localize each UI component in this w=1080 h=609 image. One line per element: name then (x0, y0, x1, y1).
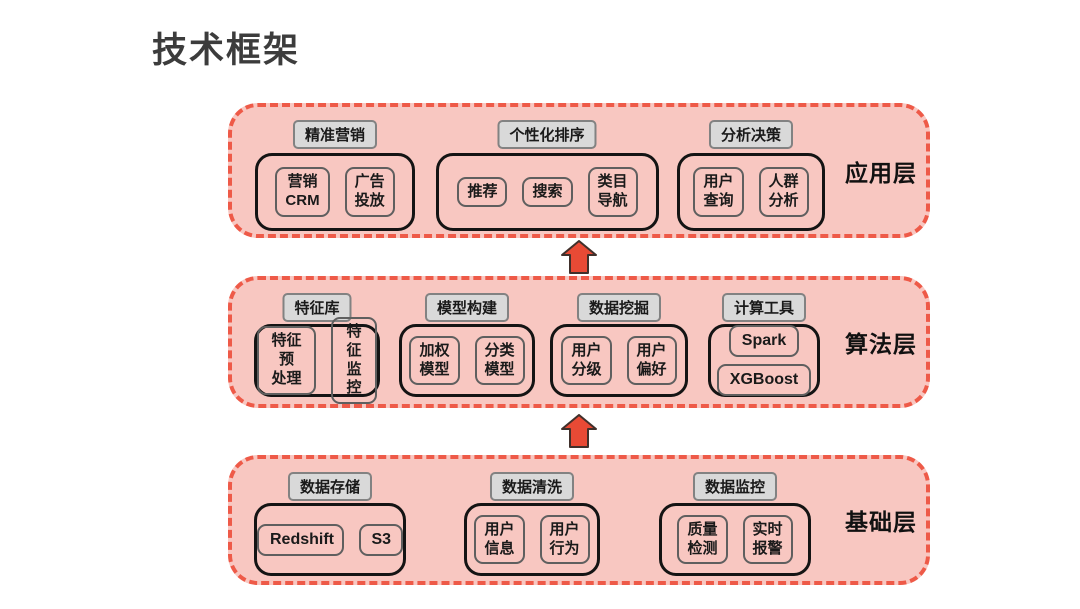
up-arrow-icon (561, 414, 597, 448)
group-box-analysis-decision: 用户 查询 人群 分析 (677, 153, 825, 231)
layer-application: 精准营销 个性化排序 分析决策 营销 CRM 广告 投放 推荐 搜索 类目 导航… (228, 103, 930, 238)
group-box-model-building: 加权 模型 分类 模型 (399, 324, 535, 397)
group-label-model-building: 模型构建 (424, 293, 510, 322)
group-box-personalized-ranking: 推荐 搜索 类目 导航 (436, 153, 659, 231)
page-title: 技术框架 (152, 31, 301, 70)
item-weighted-model: 加权 模型 (409, 335, 460, 386)
group-box-data-monitoring: 质量 检测 实时 报警 (659, 503, 811, 576)
group-label-analysis-decision: 分析决策 (708, 120, 794, 149)
item-user-query: 用户 查询 (693, 167, 744, 217)
item-feature-monitoring: 特征 监控 (331, 317, 377, 404)
group-box-data-storage: Redshift S3 (254, 503, 406, 576)
item-user-behavior: 用户 行为 (539, 514, 590, 565)
layer-name-foundation: 基础层 (845, 509, 917, 535)
group-label-data-cleaning: 数据清洗 (489, 472, 575, 501)
item-redshift: Redshift (257, 523, 344, 556)
group-box-data-cleaning: 用户 信息 用户 行为 (464, 503, 600, 576)
layer-name-algorithm: 算法层 (845, 331, 917, 357)
group-label-personalized-ranking: 个性化排序 (497, 120, 597, 149)
item-user-preference: 用户 偏好 (626, 335, 677, 386)
item-recommendation: 推荐 (457, 176, 508, 208)
item-crowd-analysis: 人群 分析 (758, 167, 809, 217)
group-box-precision-marketing: 营销 CRM 广告 投放 (255, 153, 415, 231)
item-user-info: 用户 信息 (474, 514, 525, 565)
item-user-grading: 用户 分级 (561, 335, 612, 386)
item-classification-model: 分类 模型 (474, 335, 525, 386)
layer-name-application: 应用层 (845, 159, 917, 186)
item-search: 搜索 (522, 176, 573, 208)
group-label-feature-store: 特征库 (282, 293, 352, 322)
layer-foundation: 数据存储 数据清洗 数据监控 Redshift S3 用户 信息 用户 行为 质… (228, 455, 930, 585)
group-label-precision-marketing: 精准营销 (292, 120, 378, 149)
group-label-data-storage: 数据存储 (287, 472, 373, 501)
item-s3: S3 (358, 523, 403, 556)
item-marketing-crm: 营销 CRM (275, 167, 330, 217)
group-box-computing-tools: Spark XGBoost (708, 324, 820, 397)
layer-algorithm: 特征库 模型构建 数据挖掘 计算工具 特征预 处理 特征 监控 加权 模型 分类… (228, 276, 930, 408)
group-box-data-mining: 用户 分级 用户 偏好 (550, 324, 688, 397)
item-quality-check: 质量 检测 (677, 514, 728, 565)
item-category-nav: 类目 导航 (587, 167, 638, 217)
item-xgboost: XGBoost (716, 364, 812, 396)
group-label-data-monitoring: 数据监控 (692, 472, 778, 501)
item-ad-delivery: 广告 投放 (344, 167, 395, 217)
item-feature-preprocessing: 特征预 处理 (257, 326, 316, 395)
up-arrow-icon (561, 240, 597, 274)
group-label-data-mining: 数据挖掘 (576, 293, 662, 322)
group-box-feature-store: 特征预 处理 特征 监控 (254, 317, 380, 404)
item-realtime-alert: 实时 报警 (742, 514, 793, 565)
item-spark: Spark (728, 325, 800, 357)
group-label-computing-tools: 计算工具 (721, 293, 807, 322)
